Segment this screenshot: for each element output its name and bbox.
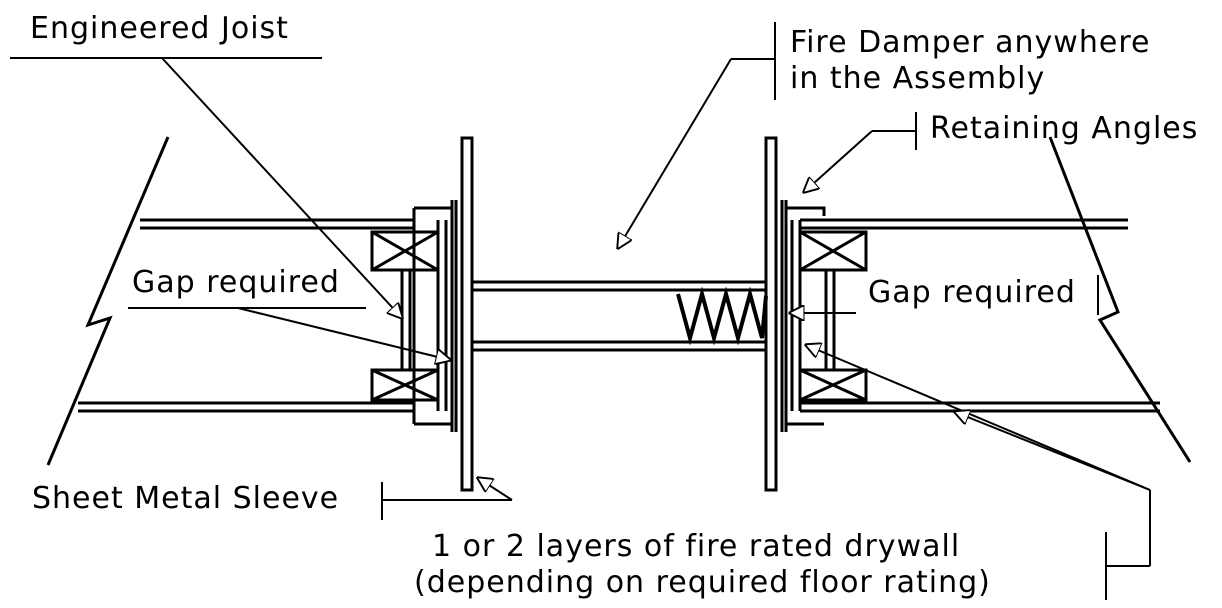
right-retaining-angle: [786, 206, 826, 426]
right-joist-block-bottom: [798, 368, 868, 402]
leader-sleeve: [478, 478, 513, 501]
label-gap-required-left: Gap required: [132, 265, 340, 300]
label-gap-required-right: Gap required: [868, 275, 1076, 310]
leader-drywall-to-bottom-layer: [955, 412, 1151, 491]
leader-retaining-angles: [804, 130, 873, 192]
duct-sleeve: [472, 280, 766, 352]
label-drywall-line1: 1 or 2 layers of fire rated drywall: [432, 529, 960, 564]
leader-drywall-to-left-layer: [806, 345, 1151, 491]
left-floor-top: [140, 218, 414, 230]
label-sheet-metal-sleeve: Sheet Metal Sleeve: [32, 481, 339, 516]
left-retaining-angle: [412, 206, 452, 426]
left-sleeve-flange: [450, 136, 474, 492]
label-fire-damper-line1: Fire Damper anywhere: [790, 25, 1150, 60]
leader-engineered-joist: [161, 57, 402, 318]
left-drywall-layers: [436, 220, 448, 411]
left-floor-bottom: [78, 401, 414, 413]
label-engineered-joist: Engineered Joist: [30, 11, 289, 46]
left-break-line: [46, 136, 170, 466]
leader-fire-damper: [618, 58, 732, 248]
right-drywall-layers: [790, 220, 802, 411]
right-break-line: [1048, 136, 1192, 463]
left-joist-web: [400, 270, 412, 370]
label-drywall-line2: (depending on required floor rating): [414, 565, 991, 600]
leader-gap-left: [237, 307, 450, 360]
left-joist-block-bottom: [370, 368, 440, 402]
label-retaining-angles: Retaining Angles: [930, 111, 1198, 146]
fire-damper-spring: [676, 286, 768, 346]
label-fire-damper-line2: in the Assembly: [790, 61, 1045, 96]
left-joist-block-top: [370, 230, 440, 272]
right-joist-block-top: [798, 230, 868, 272]
right-floor-bottom: [800, 401, 1160, 413]
right-sleeve-flange: [764, 136, 788, 492]
right-floor-top: [800, 218, 1128, 230]
